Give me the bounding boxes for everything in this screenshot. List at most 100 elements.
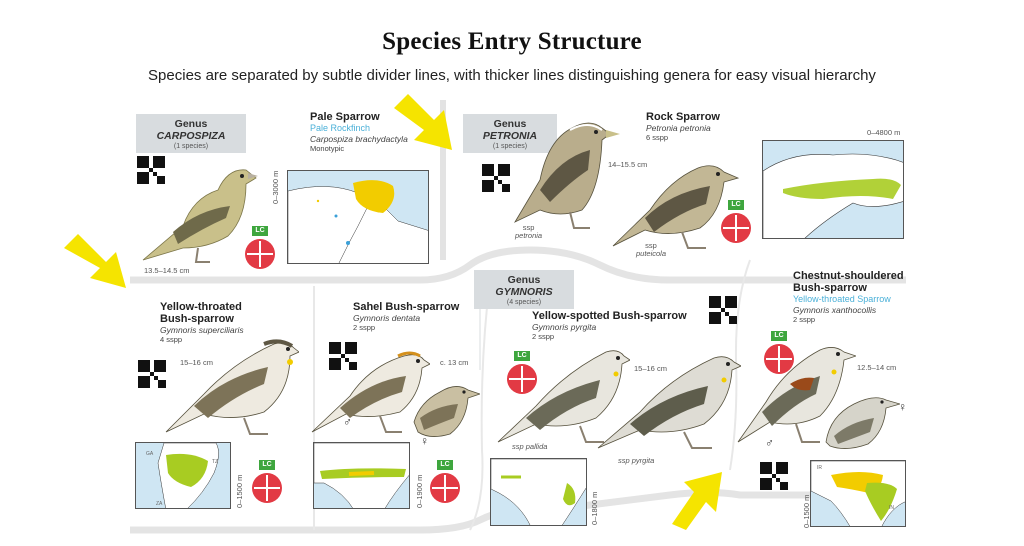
- iucn-status-lc: LC: [245, 226, 275, 269]
- species-subspecies: Monotypic: [310, 144, 345, 153]
- species-common-name-line2: Bush-sparrow: [793, 282, 867, 294]
- species-scientific-name: Carpospiza brachydactyla: [310, 134, 408, 144]
- species-common-name: Sahel Bush-sparrow: [353, 301, 460, 313]
- altitude-label: 0–1800 m: [590, 491, 599, 525]
- iucn-status-lc: LC: [764, 331, 794, 374]
- arrow-icon-top: [394, 94, 452, 150]
- size-label: 15–16 cm: [180, 358, 213, 367]
- range-map-chestnut-shouldered-bush-sparrow: IR IN: [810, 460, 906, 527]
- bird-illustration-sahel-bush-sparrow-female: [413, 386, 480, 437]
- status-disc-icon: [721, 213, 751, 243]
- bird-illustration-yellow-spotted-pyrgita: [597, 356, 741, 449]
- female-symbol: ♀: [420, 434, 429, 448]
- size-label: 14–15.5 cm: [608, 160, 648, 169]
- genus-divider-top-vertical: [440, 100, 446, 260]
- lc-tag: LC: [252, 226, 268, 236]
- qr-code-icon[interactable]: [137, 156, 165, 184]
- species-common-name-line1: Chestnut-shouldered: [793, 270, 904, 282]
- altitude-label: 0–1500 m: [235, 474, 244, 508]
- species-header-rock-sparrow: Rock Sparrow Petronia petronia 6 sspp: [646, 111, 720, 142]
- arrow-icon-bottom: [672, 472, 722, 530]
- bird-illustration-yellow-spotted-pallida: [497, 350, 630, 443]
- bird-illustration-sahel-bush-sparrow-male: [311, 351, 430, 433]
- map-label: IN: [889, 505, 894, 511]
- lc-tag: LC: [437, 460, 453, 470]
- species-scientific-name: Gymnoris xanthocollis: [793, 305, 877, 315]
- lc-tag: LC: [514, 351, 530, 361]
- species-header-chestnut-shouldered-bush-sparrow: Chestnut-shouldered Bush-sparrow Yellow-…: [793, 270, 904, 324]
- qr-code-icon[interactable]: [482, 164, 510, 192]
- range-map-pale-sparrow: [287, 170, 429, 264]
- altitude-label: 0–1900 m: [415, 474, 424, 508]
- lc-tag: LC: [259, 460, 275, 470]
- species-subspecies: 2 sspp: [532, 332, 555, 341]
- status-disc-icon: [252, 473, 282, 503]
- iucn-status-lc: LC: [721, 200, 751, 243]
- species-header-sahel-bush-sparrow: Sahel Bush-sparrow Gymnoris dentata 2 ss…: [353, 301, 459, 332]
- species-header-yellow-spotted-bush-sparrow: Yellow-spotted Bush-sparrow Gymnoris pyr…: [532, 310, 687, 341]
- qr-code-icon[interactable]: [138, 360, 166, 388]
- species-scientific-name: Gymnoris pyrgita: [532, 322, 597, 332]
- map-label: ZA: [156, 501, 163, 507]
- genus-species-count: (1 species): [173, 143, 209, 150]
- range-map-yellow-spotted-bush-sparrow: [490, 458, 587, 526]
- altitude-label: 0–3000 m: [271, 170, 280, 204]
- male-symbol: ♂: [765, 436, 774, 450]
- page-title: Species Entry Structure: [382, 28, 642, 55]
- map-label: TZ: [212, 459, 218, 465]
- iucn-status-lc: LC: [430, 460, 460, 503]
- qr-code-icon[interactable]: [760, 462, 788, 490]
- qr-code-icon[interactable]: [329, 342, 357, 370]
- map-label: GA: [146, 451, 154, 457]
- genus-label-petronia: Genus PETRONIA (1 species): [463, 114, 557, 153]
- genus-species-count: (4 species): [506, 299, 542, 306]
- species-subspecies: 2 sspp: [793, 315, 816, 324]
- species-common-name: Pale Sparrow: [310, 111, 380, 123]
- species-alt-name: Yellow-throated Sparrow: [793, 294, 891, 304]
- subspecies-label: ssp pallida: [512, 442, 548, 451]
- genus-name: GYMNORIS: [495, 286, 553, 298]
- genus-prefix: Genus: [507, 274, 541, 286]
- ssp-form: puteicola: [636, 249, 667, 258]
- female-symbol: ♀: [898, 400, 906, 414]
- lc-tag: LC: [728, 200, 744, 210]
- status-disc-icon: [764, 344, 794, 374]
- genus-label-gymnoris: Genus GYMNORIS (4 species): [474, 270, 574, 309]
- genus-prefix: Genus: [174, 118, 208, 130]
- species-header-yellow-throated-bush-sparrow: Yellow-throated Bush-sparrow Gymnoris su…: [160, 301, 244, 344]
- species-subspecies: 2 sspp: [353, 323, 376, 332]
- bird-illustration-rock-sparrow-puteicola: [612, 165, 740, 249]
- species-scientific-name: Petronia petronia: [646, 123, 711, 133]
- size-label: 13.5–14.5 cm: [144, 266, 190, 275]
- bird-illustration-yellow-throated-bush-sparrow: [165, 339, 299, 435]
- page-subtitle: Species are separated by subtle divider …: [148, 67, 876, 84]
- genus-species-count: (1 species): [492, 143, 528, 150]
- range-map-yellow-throated-bush-sparrow: GA TZ ZA: [135, 442, 231, 509]
- bird-illustration-chestnut-shouldered-male: [737, 347, 856, 443]
- range-map-rock-sparrow: [762, 140, 904, 239]
- species-scientific-name: Gymnoris dentata: [353, 313, 421, 323]
- genus-label-carpospiza: Genus CARPOSPIZA (1 species): [136, 114, 246, 153]
- subspecies-label: ssp petronia: [515, 224, 542, 240]
- status-disc-icon: [430, 473, 460, 503]
- subspecies-label: ssp pyrgita: [618, 456, 655, 465]
- species-header-pale-sparrow: Pale Sparrow Pale Rockfinch Carpospiza b…: [310, 111, 408, 153]
- qr-code-icon[interactable]: [709, 296, 737, 324]
- genus-prefix: Genus: [493, 118, 527, 130]
- genus-name: PETRONIA: [482, 130, 538, 142]
- arrow-icon-left: [64, 234, 126, 288]
- species-scientific-name: Gymnoris superciliaris: [160, 325, 244, 335]
- map-label: IR: [817, 465, 822, 471]
- species-subspecies: 4 sspp: [160, 335, 183, 344]
- genus-name: CARPOSPIZA: [156, 130, 226, 142]
- ssp-label: ssp: [522, 223, 535, 232]
- species-common-name-line1: Yellow-throated: [160, 301, 242, 313]
- iucn-status-lc: LC: [507, 351, 537, 394]
- species-common-name: Rock Sparrow: [646, 111, 720, 123]
- size-label: 12.5–14 cm: [857, 363, 897, 372]
- iucn-status-lc: LC: [252, 460, 282, 503]
- bird-illustration-chestnut-shouldered-female: [825, 397, 900, 449]
- lc-tag: LC: [771, 331, 787, 341]
- species-alt-name: Pale Rockfinch: [310, 123, 371, 133]
- ssp-form: petronia: [515, 231, 543, 240]
